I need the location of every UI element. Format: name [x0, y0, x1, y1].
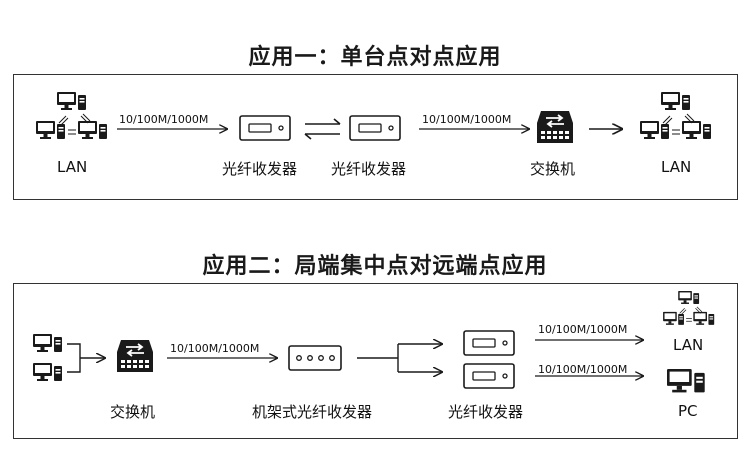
- section1-switch-icon: [536, 110, 574, 144]
- section1-left-lan-label: LAN: [57, 158, 88, 176]
- section1-switch-label: 交换机: [530, 160, 576, 178]
- section2-split: [357, 344, 399, 372]
- section2-speed-bottom: 10/100M/1000M: [538, 363, 628, 376]
- section2-switch-icon: [116, 339, 154, 373]
- section2-pc-target-icon: [667, 369, 705, 393]
- section1-speed-b: 10/100M/1000M: [422, 113, 512, 126]
- section2-pc-bottom-icon: [33, 363, 62, 381]
- section2-pc-merge: [67, 343, 105, 373]
- section1-left-lan-icon: [36, 92, 107, 139]
- section1-fiber-link-icon: [304, 118, 341, 140]
- section1-right-lan-label: LAN: [661, 158, 692, 176]
- section2-switch-label: 交换机: [110, 403, 156, 421]
- section1-right-lan-icon: [640, 92, 711, 139]
- section1-speed-a: 10/100M/1000M: [119, 113, 209, 126]
- section2-lan-label: LAN: [673, 336, 704, 354]
- section2-lan-icon: [663, 291, 714, 325]
- section2-rack-icon: [288, 345, 342, 371]
- section2-converter-label: 光纤收发器: [448, 403, 524, 421]
- section1-converter-b-label: 光纤收发器: [331, 160, 407, 178]
- section2-pc-top-icon: [33, 334, 62, 352]
- section2-pc-label: PC: [678, 402, 698, 420]
- section2-title: 应用二：局端集中点对远端点应用: [202, 254, 548, 279]
- section2-converter-top-icon: [463, 330, 515, 356]
- section2-rack-label: 机架式光纤收发器: [252, 403, 373, 421]
- section1-converter-a-icon: [239, 115, 291, 141]
- section2-converter-bottom-icon: [463, 363, 515, 389]
- section1-title: 应用一：单台点对点应用: [248, 45, 502, 70]
- section2-speed-top: 10/100M/1000M: [538, 323, 628, 336]
- section2-speed-a: 10/100M/1000M: [170, 342, 260, 355]
- section1-converter-b-icon: [349, 115, 401, 141]
- section1-converter-a-label: 光纤收发器: [222, 160, 298, 178]
